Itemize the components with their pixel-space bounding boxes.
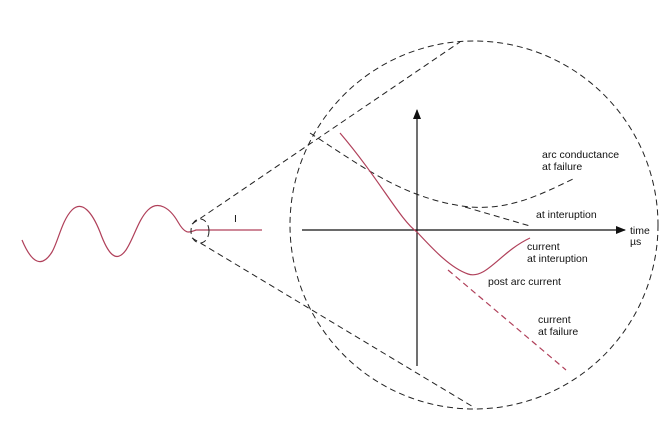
at-interuption-label: at interuption [536,209,597,221]
zoom-source-ellipse [190,218,210,244]
current-at-failure-curve [447,269,567,371]
current-failure-label-line1: current [538,314,571,326]
arc-conductance-curve [309,132,576,208]
time-unit-label: µs [630,236,641,248]
time-axis-label: time [630,225,650,237]
current-failure-label-line2: at failure [538,326,578,338]
zoom-cone-upper-line [191,41,461,225]
arc-conductance-label-line2: at failure [542,161,582,173]
zoom-cone-lower-line [191,237,476,409]
interruption-conductance-line [464,206,531,227]
arc-conductance-label-line1: arc conductance [542,149,619,161]
current-symbol-label: I [234,213,237,225]
zoom-circle [289,40,659,410]
current-at-interruption-curve [339,132,531,276]
current-interuption-label-line1: current [527,241,560,253]
ac-current-waveform [21,205,262,263]
current-interuption-label-line2: at interuption [527,253,588,265]
post-arc-current-label: post arc current [488,276,561,288]
